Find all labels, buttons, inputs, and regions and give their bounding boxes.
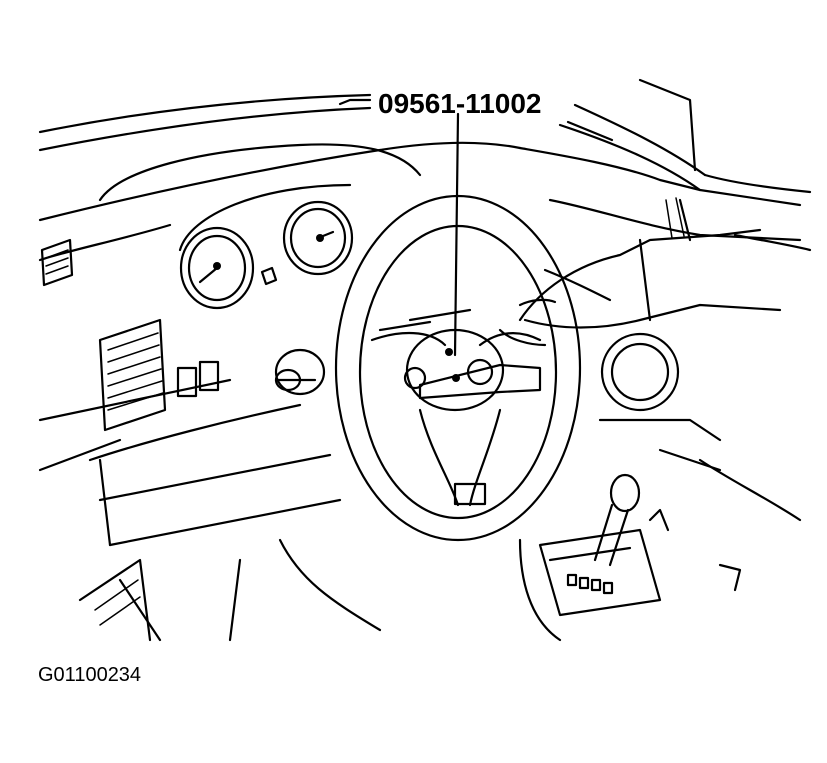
- dashboard-outline: [38, 141, 802, 472]
- ignition-cylinder: [274, 348, 326, 396]
- tool-part-number-label: 09561-11002: [378, 88, 542, 119]
- gear-shifter: [518, 458, 802, 642]
- side-vent: [40, 238, 74, 287]
- callout-leader: [338, 98, 614, 357]
- center-vent: [98, 318, 220, 432]
- lower-dashboard: [78, 403, 382, 642]
- instrument-cluster: [178, 183, 354, 310]
- steering-hub: [378, 308, 542, 412]
- steering-wheel: [334, 194, 582, 542]
- windshield-outline: [38, 78, 812, 194]
- technician-hand: [498, 228, 812, 347]
- figure-code-label: G01100234: [38, 664, 142, 686]
